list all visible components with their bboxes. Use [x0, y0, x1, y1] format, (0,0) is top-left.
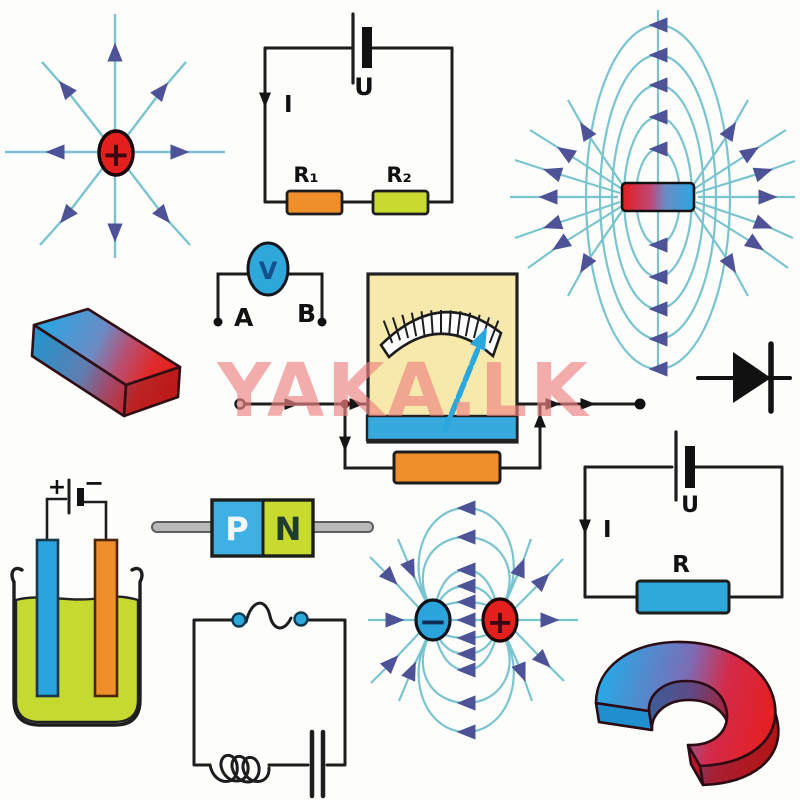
diode-anode-triangle	[733, 352, 771, 403]
positive-charge-dipole	[481, 597, 519, 643]
galvanometer-diagram	[365, 272, 519, 485]
battery-plate-short	[362, 27, 372, 68]
wire-end-terminal	[634, 398, 646, 410]
voltage-label: U	[354, 73, 374, 101]
series-circuit-diagram: U I R₁ R₂	[259, 12, 454, 216]
meter-scale	[379, 310, 503, 359]
pn-p-region	[212, 500, 263, 556]
inductor-coil	[208, 753, 271, 784]
point-charge-field-diagram: +	[5, 14, 225, 258]
electrolysis-diagram: + −	[10, 469, 144, 727]
resistor-r-label: R	[672, 552, 690, 578]
meter-body	[366, 272, 519, 444]
terminal-a-label: A	[234, 303, 254, 332]
resistor-r2-label: R₂	[386, 163, 411, 187]
horseshoe-magnet	[594, 640, 780, 787]
pn-lead-left	[151, 521, 215, 533]
wire-start-terminal	[234, 398, 246, 410]
bar-magnet-field-diagram	[510, 10, 796, 377]
meter-wire	[234, 398, 646, 470]
resistor-r2	[371, 189, 430, 216]
voltmeter-dial	[246, 241, 290, 297]
positive-charge-sign: +	[102, 135, 131, 175]
meter-needle-tip	[470, 327, 487, 351]
resistor-r1-label: R₁	[293, 163, 318, 187]
electrolyte-liquid	[14, 595, 140, 724]
battery-minus-label: −	[84, 469, 104, 497]
p-label: P	[225, 510, 248, 548]
pn-n-region	[263, 500, 313, 556]
current-label-2: I	[603, 517, 612, 543]
horseshoe-top-surface	[594, 640, 777, 768]
voltmeter-diagram: V A B	[213, 241, 327, 332]
ac-terminal-right	[293, 611, 309, 627]
meter-needle	[442, 341, 483, 433]
terminal-b-label: B	[297, 299, 316, 328]
battery-plus-label: +	[48, 475, 66, 500]
meter-blue-band	[365, 414, 519, 442]
bar-magnet-3d	[30, 307, 182, 418]
bar-magnet-small	[620, 181, 696, 213]
watermark-text: YAKA.LK	[216, 348, 590, 434]
voltage-label-2: U	[681, 493, 699, 518]
negative-charge-sign: −	[419, 602, 448, 642]
pn-junction-diagram: P N	[151, 498, 374, 558]
n-label: N	[275, 510, 302, 548]
battery-plate-short-2	[685, 446, 695, 488]
positive-charge-sign-dipole: +	[487, 603, 514, 641]
lc-circuit-diagram	[192, 601, 347, 799]
cell-battery-plate-short	[77, 488, 84, 506]
dipole-field-diagram: − +	[368, 500, 578, 740]
resistor-circuit-diagram: U I R	[579, 430, 784, 615]
resistor-r	[635, 579, 731, 615]
negative-charge	[414, 598, 452, 642]
beaker	[10, 566, 144, 727]
resistor-r1	[285, 189, 344, 216]
diode-symbol	[696, 341, 792, 414]
shunt-resistor	[392, 450, 502, 485]
ac-source-wave	[244, 601, 293, 630]
voltmeter-label: V	[259, 257, 278, 285]
electrode-orange	[93, 538, 119, 698]
ac-terminal-left	[231, 612, 247, 628]
current-label: I	[284, 92, 293, 118]
electrode-blue	[35, 538, 60, 698]
positive-charge	[97, 129, 135, 177]
